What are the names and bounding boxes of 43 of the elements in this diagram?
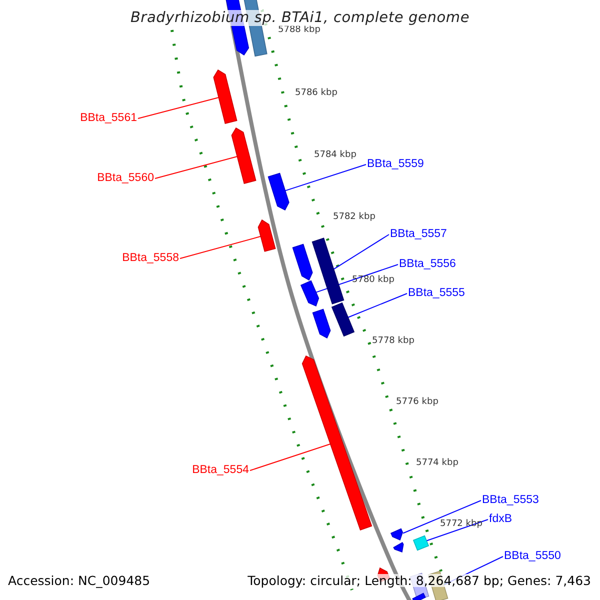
gene-feature [393,542,404,553]
scale-label: 5776 kbp [396,396,438,409]
footer-text: Topology: circular; Length: 8,264,687 bp; Genes: 7,463 [248,574,591,587]
leader-line [348,293,408,318]
gene-label: BBta_5553 [482,494,539,507]
gene-feature [331,302,355,337]
scale-label: 5786 kbp [295,87,338,100]
gene-feature [412,535,430,551]
scale-label: 5788 kbp [278,24,320,37]
gene-feature [312,308,331,339]
leader-line [180,236,262,259]
scale-label: 5778 kbp [372,335,414,348]
gene-label: BBta_5557 [390,228,447,241]
gene-label: BBta_5555 [408,287,465,300]
gene-label: BBta_5561 [80,112,137,125]
gene-feature [231,127,256,184]
footer-text: Accession: NC_009485 [8,574,150,587]
leader-line [426,519,488,542]
leader-line [284,164,366,192]
gene-feature [312,238,344,304]
gene-label: BBta_5560 [97,172,154,185]
gene-feature [302,355,372,530]
leader-line [154,156,238,179]
leader-line [333,234,390,270]
gene-label: BBta_5550 [504,550,561,563]
scale-label: 5784 kbp [314,149,356,162]
gene-label: BBta_5558 [122,252,179,265]
gene-feature [268,172,290,211]
gene-feature [390,528,404,541]
scale-label: 5782 kbp [333,211,376,224]
leader-line [250,443,331,471]
gene-feature [412,592,426,600]
gene-feature [300,280,320,307]
leader-line [138,96,220,119]
gene-label: BBta_5559 [367,158,424,171]
leader-line [402,500,482,534]
gene-label: BBta_5556 [399,258,456,271]
gene-label: BBta_5554 [192,464,249,477]
gene-feature [213,69,238,124]
gene-feature [258,219,276,252]
gene-label: fdxB [489,513,512,526]
scale-label: 5774 kbp [416,457,458,470]
scale-label: 5780 kbp [352,274,394,287]
